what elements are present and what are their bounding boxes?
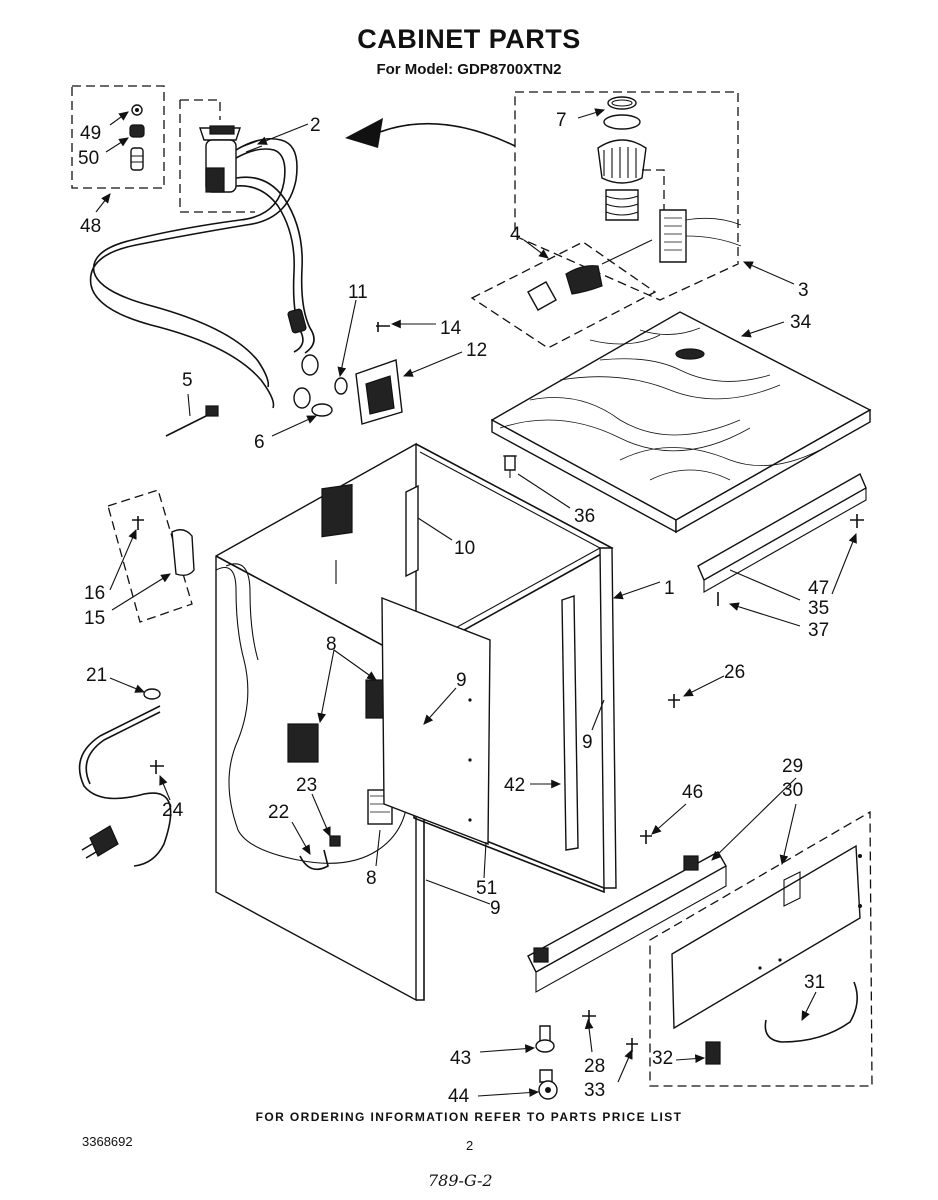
screws-side <box>640 694 680 844</box>
cable-tie <box>165 405 219 437</box>
model-subtitle: For Model: GDP8700XTN2 <box>376 61 562 78</box>
callout-6: 6 <box>254 432 265 453</box>
wooden-top <box>490 311 872 534</box>
callout-7: 7 <box>556 110 567 131</box>
callout-48: 48 <box>80 216 101 237</box>
callout-51: 51 <box>476 878 497 899</box>
callout-9-upper: 9 <box>456 670 467 691</box>
callout-47: 47 <box>808 578 829 599</box>
callout-numbers: 49 50 48 2 7 4 3 34 11 14 12 5 6 36 10 1… <box>78 110 829 1107</box>
handwritten-code: 789-G-2 <box>428 1171 493 1190</box>
callout-46: 46 <box>682 782 703 803</box>
page-title: CABINET PARTS <box>357 24 581 54</box>
callout-5: 5 <box>182 370 193 391</box>
callout-21: 21 <box>86 665 107 686</box>
callout-29: 29 <box>782 756 803 777</box>
direction-arrow <box>345 118 516 148</box>
leveling-leg-and-caster <box>535 1025 558 1100</box>
callout-1: 1 <box>664 578 675 599</box>
top-rail <box>697 473 867 606</box>
cabinet-frame <box>215 442 617 1002</box>
leader-lines <box>95 108 857 1097</box>
power-cord <box>78 688 172 867</box>
callout-8-upper: 8 <box>326 634 337 655</box>
screw-36 <box>503 455 517 478</box>
callout-28: 28 <box>584 1056 605 1077</box>
callout-2: 2 <box>310 115 321 136</box>
document-number: 3368692 <box>82 1134 133 1149</box>
callout-42: 42 <box>504 775 525 796</box>
callout-22: 22 <box>268 802 289 823</box>
callout-49: 49 <box>80 123 101 144</box>
callout-43: 43 <box>450 1048 471 1069</box>
terminal-block <box>107 489 195 623</box>
hose-clamp <box>311 403 333 417</box>
callout-8-lower: 8 <box>366 868 377 889</box>
callout-50: 50 <box>78 148 99 169</box>
ordering-note: FOR ORDERING INFORMATION REFER TO PARTS … <box>255 1110 683 1124</box>
callout-44: 44 <box>448 1086 470 1107</box>
callout-26: 26 <box>724 662 745 683</box>
callout-34: 34 <box>790 312 812 333</box>
callout-9-lower: 9 <box>490 898 501 919</box>
valve-kit-box <box>71 85 165 189</box>
callout-24: 24 <box>162 800 184 821</box>
callout-9-right: 9 <box>582 732 593 753</box>
callout-10: 10 <box>454 538 475 559</box>
page-number: 2 <box>466 1138 474 1153</box>
callout-36: 36 <box>574 506 595 527</box>
callout-33: 33 <box>584 1080 605 1101</box>
valve-bracket <box>334 322 403 425</box>
callout-23: 23 <box>296 775 317 796</box>
callout-12: 12 <box>466 340 487 361</box>
callout-32: 32 <box>652 1048 673 1069</box>
callout-37: 37 <box>808 620 829 641</box>
callout-14: 14 <box>440 318 462 339</box>
bottom-rail <box>527 851 727 1024</box>
kick-panel <box>626 810 873 1087</box>
inlet-valve-and-hose <box>89 99 319 409</box>
dispenser-assembly <box>470 91 742 349</box>
callout-30: 30 <box>782 780 803 801</box>
callout-35: 35 <box>808 598 829 619</box>
callout-11: 11 <box>348 282 368 303</box>
callout-15: 15 <box>84 608 105 629</box>
callout-16: 16 <box>84 583 105 604</box>
callout-31: 31 <box>804 972 825 993</box>
callout-3: 3 <box>798 280 809 301</box>
callout-4: 4 <box>510 224 521 245</box>
